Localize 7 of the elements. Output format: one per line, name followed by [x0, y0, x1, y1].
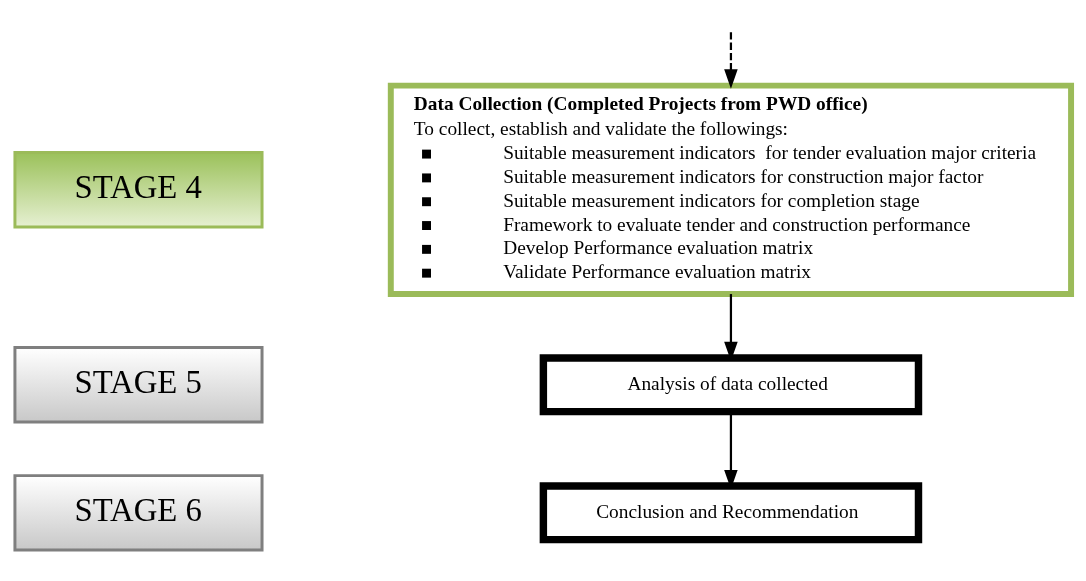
node-box: Data Collection (Completed Projects from PWD office) To collect, establish and validate the followings: Suitable measurement indicators for tender evaluation major criteria Suitable measurement indicators for construction major factor Suitable measurement indicators for completion stage Framework to evaluate tender and construction performance Develop Performance evaluation matrix Validate Performance evaluation matrix: [387, 82, 1075, 297]
node-box: STAGE 5: [13, 346, 264, 424]
node-box: Analysis of data collected: [539, 354, 923, 416]
node-box: Conclusion and Recommendation: [539, 482, 923, 544]
node-box: STAGE 6: [13, 474, 264, 552]
arrow: [724, 32, 738, 89]
node-box: STAGE 4: [13, 151, 264, 229]
